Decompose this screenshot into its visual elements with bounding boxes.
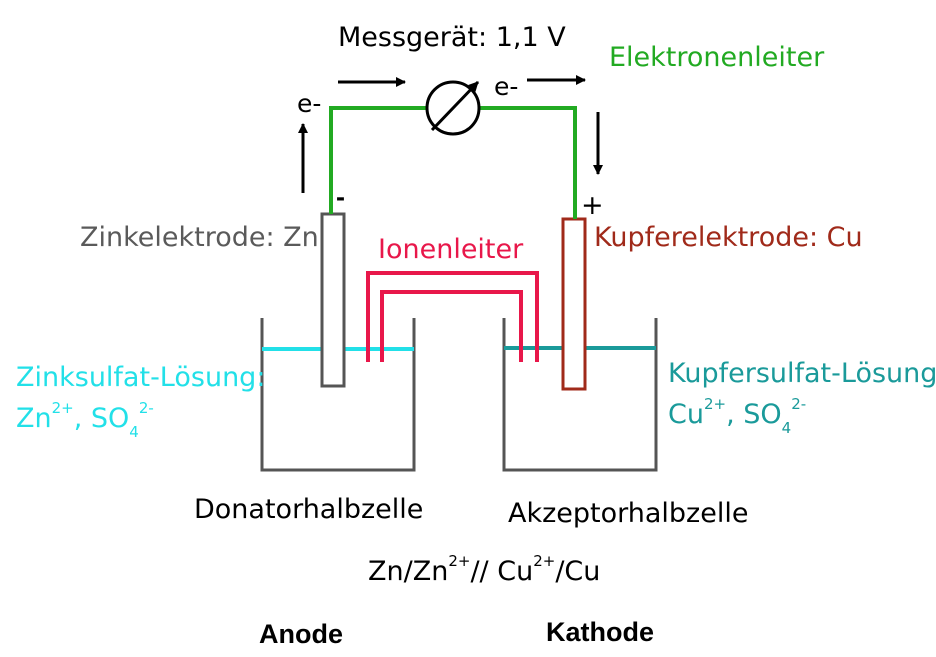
- zinc-electrode-label: Zinkelektrode: Zn: [80, 222, 319, 253]
- electron-conductor-label: Elektronenleiter: [609, 42, 825, 73]
- electron-wire: [329, 106, 427, 214]
- cell-notation: Zn/Zn2+// Cu2+/Cu: [368, 552, 600, 587]
- copper-ions-formula: Cu2+, SO42-: [668, 395, 806, 437]
- copper-solution-label: Kupfersulfat-Lösung:: [668, 358, 936, 389]
- galvanometer-icon: [425, 80, 481, 136]
- plus-sign: +: [581, 190, 604, 221]
- beaker-right: [502, 318, 658, 472]
- salt-bridge: [366, 271, 539, 362]
- copper-electrode-label: Kupferelektrode: Cu: [594, 222, 863, 253]
- donor-cell-label: Donatorhalbzelle: [194, 494, 423, 525]
- meter-label: Messgerät: 1,1 V: [338, 22, 566, 53]
- minus-sign: -: [336, 182, 345, 212]
- electron-label-right: e-: [494, 72, 518, 101]
- anode-label: Anode: [259, 619, 343, 649]
- copper-electrode: [561, 217, 587, 391]
- zinc-ions-formula: Zn2+, SO42-: [16, 399, 154, 441]
- electron-wire-right: [480, 106, 577, 219]
- zinc-electrode: [320, 212, 346, 388]
- beaker-left: [260, 318, 416, 472]
- zinc-solution-label: Zinksulfat-Lösung:: [16, 362, 265, 393]
- electron-label-left: e-: [297, 89, 321, 118]
- ion-conductor-label: Ionenleiter: [378, 234, 524, 265]
- cathode-label: Kathode: [546, 617, 654, 647]
- acceptor-cell-label: Akzeptorhalbzelle: [508, 498, 748, 529]
